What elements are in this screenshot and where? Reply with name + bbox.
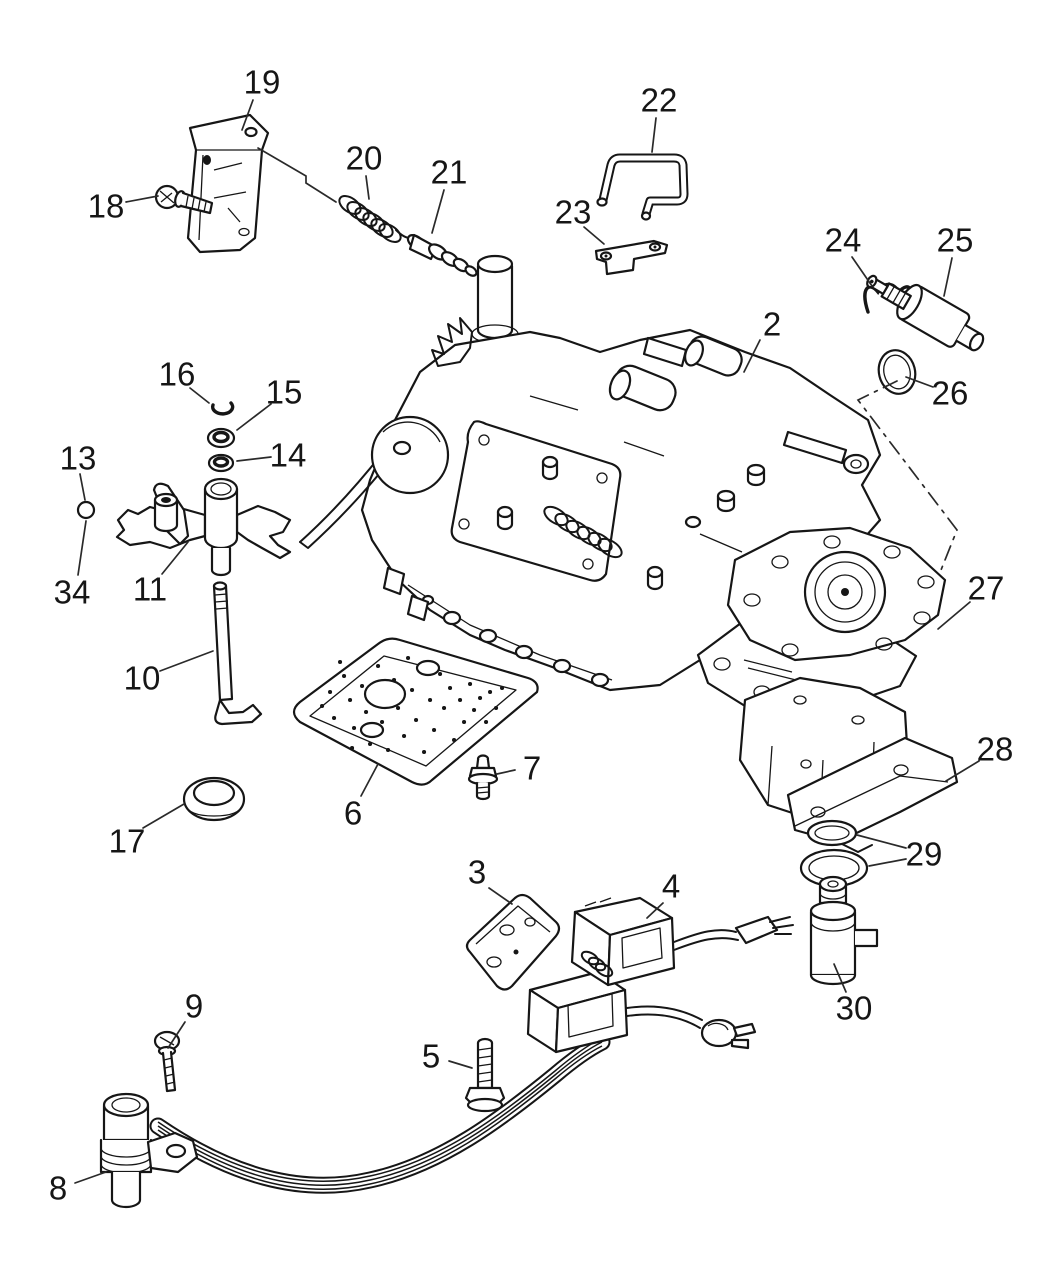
leader-line-21 — [431, 189, 445, 234]
callout-18: 18 — [88, 188, 125, 225]
seal-ring — [182, 776, 246, 822]
leader-line-9 — [167, 1021, 186, 1049]
solenoid-mount-plate — [465, 893, 561, 991]
leader-line-4 — [646, 902, 664, 919]
callout-20: 20 — [346, 140, 383, 177]
callout-22: 22 — [641, 82, 678, 119]
valve-body-spring-detail — [543, 505, 623, 559]
throttle-bracket — [186, 113, 270, 254]
leader-line-27 — [937, 601, 971, 630]
callout-21: 21 — [431, 154, 468, 191]
throttle-valve — [395, 229, 478, 277]
leader-line-20 — [365, 175, 370, 200]
leader-line-29 — [868, 858, 907, 867]
small-screw — [153, 1030, 181, 1093]
leader-line-18 — [125, 195, 159, 203]
alignment-dashdot-line — [856, 380, 958, 571]
callout-24: 24 — [825, 222, 862, 259]
snap-ring — [210, 401, 235, 416]
leader-line-11 — [161, 541, 189, 575]
leader-line-25 — [943, 257, 953, 297]
callout-14: 14 — [270, 437, 307, 474]
leader-line-13 — [79, 473, 86, 501]
leader-line-6 — [360, 763, 379, 797]
callout-27: 27 — [968, 570, 1005, 607]
oil-tube — [596, 153, 689, 221]
callout-9: 9 — [185, 988, 203, 1025]
dual-solenoid-assembly — [526, 896, 794, 1054]
callout-10: 10 — [124, 660, 161, 697]
callout-5: 5 — [422, 1038, 440, 1075]
callout-26: 26 — [932, 375, 969, 412]
case-connector — [99, 1092, 199, 1209]
leader-line-22 — [651, 117, 657, 153]
leader-line-7 — [496, 769, 516, 775]
manual-lever — [115, 477, 292, 577]
filter-plate — [292, 637, 539, 786]
leader-line-5 — [448, 1060, 473, 1069]
seal-washer-lower — [207, 453, 235, 473]
leader-line-3 — [488, 887, 513, 905]
throttle-spring — [338, 195, 402, 243]
callout-8: 8 — [49, 1170, 67, 1207]
transfer-plate-stack — [696, 526, 947, 824]
leader-line-19 — [241, 99, 254, 131]
screw-with-washer — [467, 754, 499, 801]
bracket-screw — [154, 184, 214, 215]
seal-washer-upper — [206, 427, 236, 449]
callout-34: 34 — [54, 574, 91, 611]
pressure-solenoid — [866, 274, 985, 352]
callout-2: 2 — [763, 306, 781, 343]
callout-11: 11 — [133, 571, 167, 608]
leader-line-16 — [189, 387, 210, 404]
leader-line-15 — [236, 403, 272, 431]
leader-line-34 — [77, 520, 87, 576]
park-rod — [212, 581, 263, 726]
leader-line-17 — [142, 803, 185, 829]
leader-line-23 — [583, 226, 605, 245]
leader-line-29 — [856, 834, 907, 849]
governor-solenoid — [809, 875, 879, 986]
callout-6: 6 — [344, 795, 362, 832]
callout-16: 16 — [159, 356, 196, 393]
callout-29: 29 — [906, 836, 943, 873]
leader-line-10 — [159, 650, 214, 672]
callout-4: 4 — [662, 868, 680, 905]
o-ring-pair — [799, 819, 869, 888]
clamp-plate — [594, 239, 669, 276]
callout-3: 3 — [468, 854, 486, 891]
support-bracket — [786, 736, 959, 853]
throttle-linkage-line — [257, 147, 337, 203]
callout-19: 19 — [244, 64, 281, 101]
wire-harness — [149, 1033, 611, 1194]
leader-line-14 — [236, 456, 272, 462]
leader-line-8 — [74, 1171, 107, 1184]
callout-15: 15 — [266, 374, 303, 411]
mounting-bolt — [464, 1037, 506, 1113]
callout-25: 25 — [937, 222, 974, 259]
leader-line-2 — [743, 339, 761, 373]
callout-23: 23 — [555, 194, 592, 231]
callout-13: 13 — [60, 440, 97, 477]
solenoid-o-ring — [877, 349, 917, 395]
callout-7: 7 — [523, 750, 541, 787]
callout-17: 17 — [109, 823, 146, 860]
leader-line-26 — [905, 376, 934, 388]
check-ball — [76, 500, 96, 520]
callout-28: 28 — [977, 731, 1014, 768]
leader-line-30 — [833, 963, 847, 993]
callout-leader-lines — [74, 99, 980, 1184]
callout-30: 30 — [836, 990, 873, 1027]
leader-line-28 — [945, 760, 980, 782]
leader-line-24 — [851, 256, 873, 287]
